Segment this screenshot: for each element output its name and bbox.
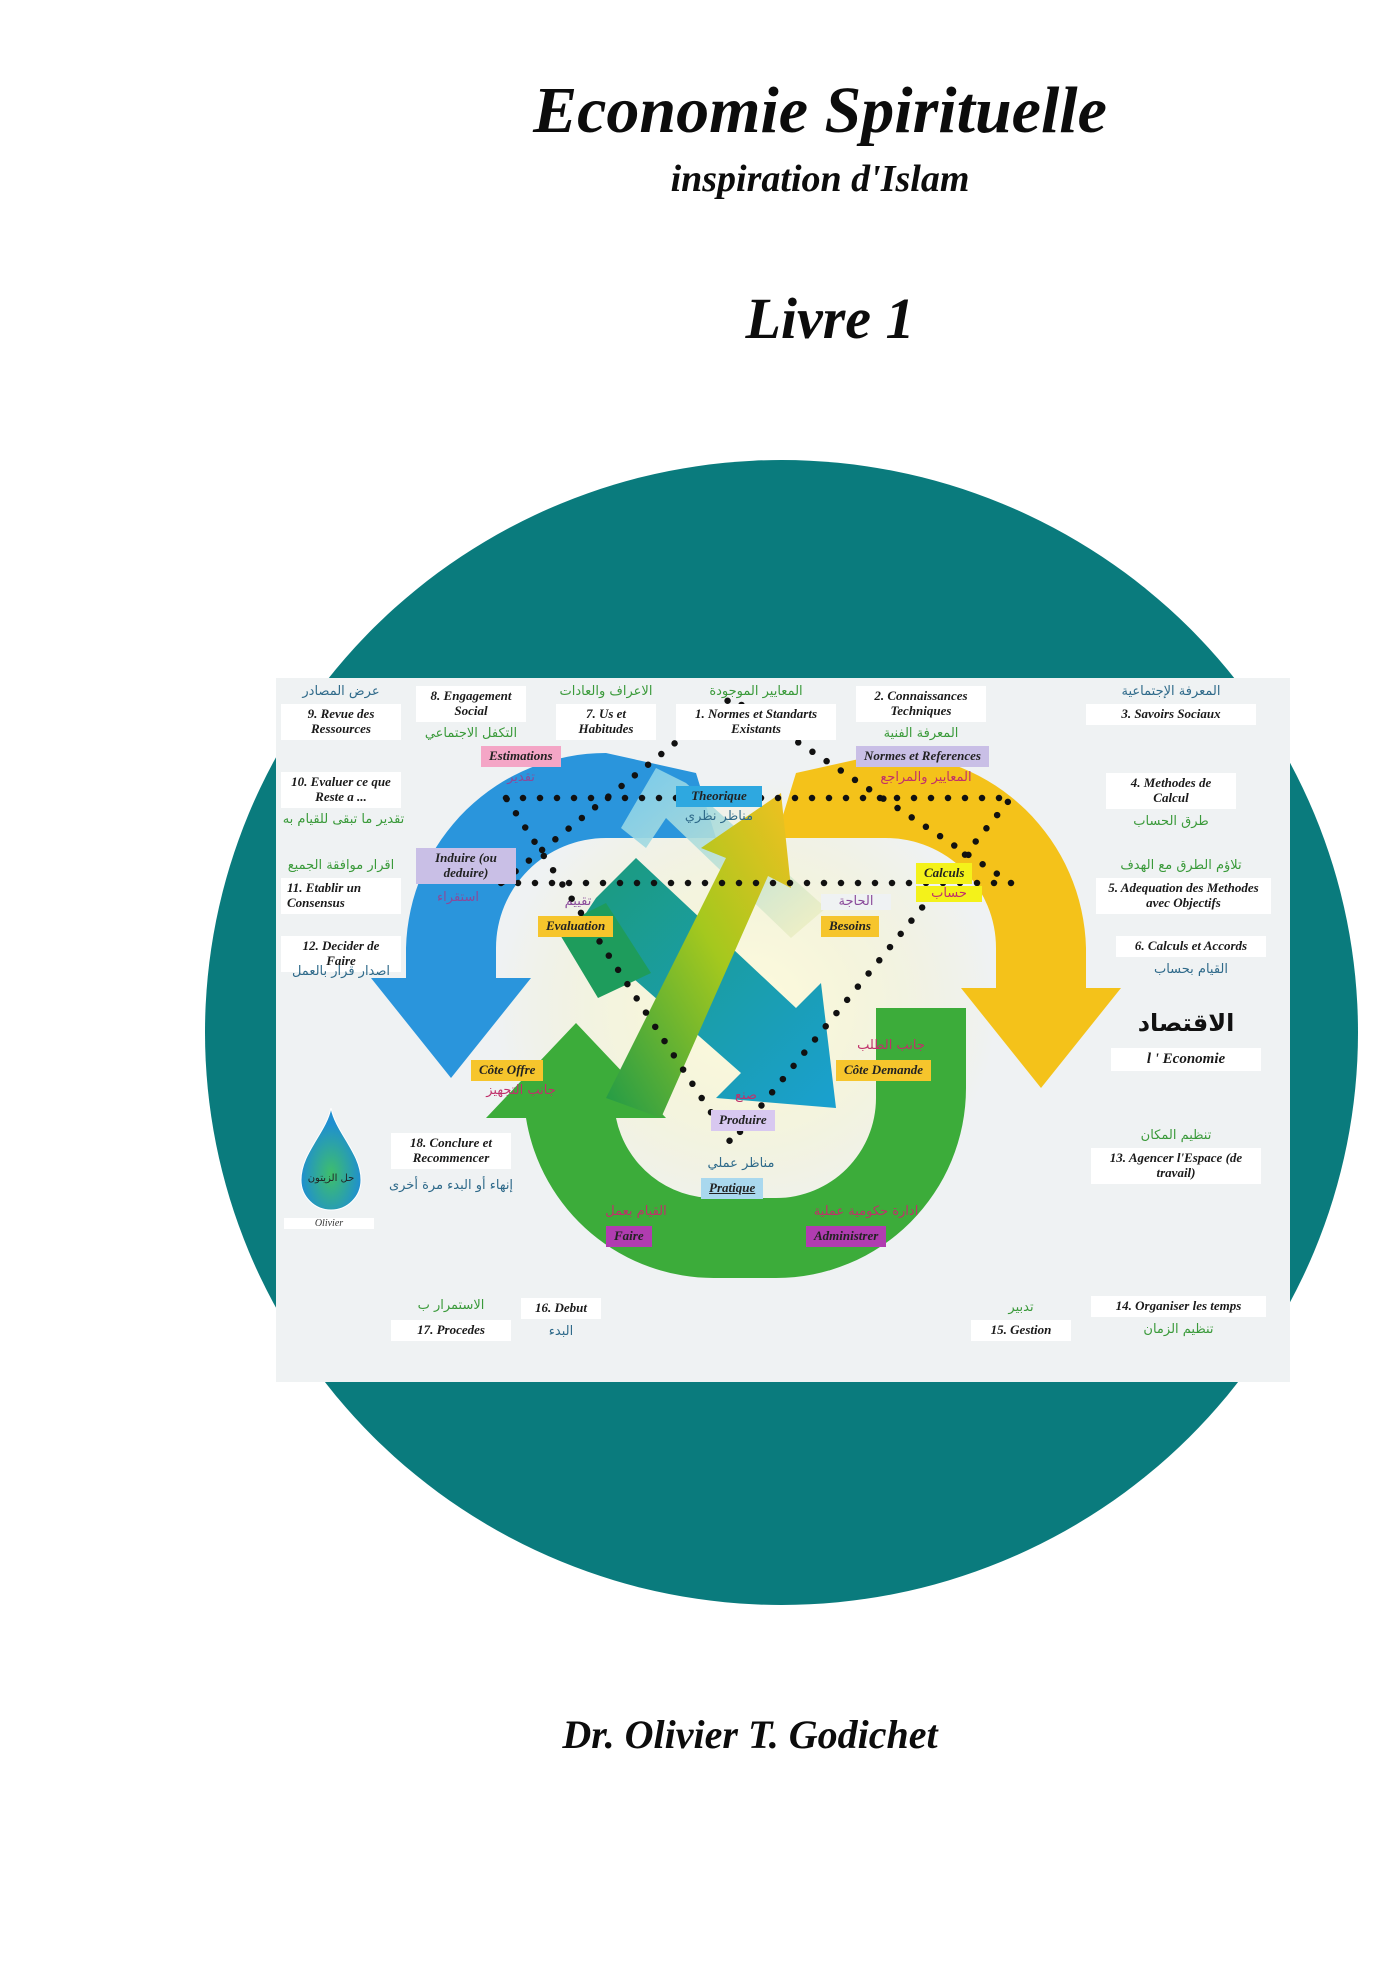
tag-administrer: Administrer	[806, 1226, 887, 1247]
step-7-arabic: الاعراف والعادات	[559, 684, 653, 699]
tag-faire-arabic: القيام بعمل	[605, 1204, 667, 1219]
step-18: 18. Conclure et Recommencer	[391, 1133, 511, 1169]
step-10-arabic: تقدير ما تبقى للقيام به	[282, 812, 405, 827]
tag-normes-references-arabic: المعايير والمراجع	[880, 770, 972, 785]
step-4: 4. Methodes de Calcul	[1106, 773, 1236, 809]
step-13: 13. Agencer l'Espace (de travail)	[1091, 1148, 1261, 1184]
tag-cote-offre-arabic: جانب التجهيز	[486, 1083, 556, 1098]
yellow-curved-arrow	[776, 753, 1121, 1088]
step-14: 14. Organiser les temps	[1091, 1296, 1266, 1317]
tag-administrer-arabic: ادارة حكومية عملية	[813, 1204, 919, 1219]
step-8-arabic: التكفل الاجتماعي	[424, 726, 518, 741]
logo-caption: Olivier	[284, 1218, 374, 1229]
tag-evaluation-arabic: تقييم	[564, 894, 592, 909]
logo-arabic: حل الزيتون	[307, 1173, 355, 1184]
tag-cote-offre: Côte Offre	[471, 1060, 544, 1081]
step-16: 16. Debut	[521, 1298, 601, 1319]
tag-evaluation: Evaluation	[538, 916, 614, 937]
step-2-arabic: المعرفة الفنية	[883, 726, 959, 741]
step-10: 10. Evaluer ce que Reste a ...	[281, 772, 401, 808]
volume-label: Livre 1	[745, 286, 915, 351]
step-9: 9. Revue des Ressources	[281, 704, 401, 740]
author-name: Dr. Olivier T. Godichet	[562, 1712, 938, 1757]
economy-cycle-diagram: Estimations تقدير Normes et References ا…	[276, 678, 1290, 1382]
tag-estimations-arabic: تقدير	[507, 770, 535, 785]
book-title: Economie Spirituelle	[533, 74, 1107, 147]
step-3-arabic: المعرفة الإجتماعية	[1121, 684, 1221, 699]
tag-theorique-arabic: مناظر نظري	[684, 809, 754, 824]
tag-theorique: Theorique	[676, 786, 762, 807]
step-9-arabic: عرض المصادر	[302, 684, 380, 699]
step-8: 8. Engagement Social	[416, 686, 526, 722]
tag-pratique: Pratique	[701, 1178, 764, 1199]
step-18-arabic: إنهاء أو البدء مرة أخرى	[388, 1178, 514, 1193]
tag-induire-arabic: استقراء	[437, 890, 479, 905]
step-14-arabic: تنظيم الزمان	[1143, 1322, 1214, 1337]
step-4-arabic: طرق الحساب	[1133, 814, 1209, 829]
step-2: 2. Connaissances Techniques	[856, 686, 986, 722]
step-17: 17. Procedes	[391, 1320, 511, 1341]
step-13-arabic: تنظيم المكان	[1140, 1128, 1212, 1143]
step-6-arabic: القيام بحساب	[1153, 962, 1229, 977]
step-5: 5. Adequation des Methodes avec Objectif…	[1096, 878, 1271, 914]
tag-besoins: Besoins	[821, 916, 879, 937]
tag-besoins-arabic: الحاجة	[821, 894, 891, 911]
tag-estimations: Estimations	[481, 746, 561, 767]
step-12: 12. Decider de Faire	[281, 936, 401, 972]
step-1-arabic: المعايير الموجودة	[709, 684, 803, 699]
step-11: 11. Etablir un Consensus	[281, 878, 401, 914]
step-7: 7. Us et Habitudes	[556, 704, 656, 740]
step-6: 6. Calculs et Accords	[1116, 936, 1266, 957]
step-5-arabic: تلاؤم الطرق مع الهدف	[1120, 858, 1242, 873]
tag-produire-arabic: صنع	[735, 1088, 757, 1103]
tag-normes-references: Normes et References	[856, 746, 989, 767]
step-16-arabic: البدء	[548, 1324, 574, 1339]
green-curved-arrow	[486, 1008, 966, 1279]
step-17-arabic: الاستمرار ب	[417, 1298, 485, 1313]
dotted-upright-triangle	[491, 693, 1022, 887]
gradient-up-arrow	[606, 793, 791, 1118]
step-15: 15. Gestion	[971, 1320, 1071, 1341]
tag-cote-demande-arabic: جانب الطلب	[857, 1038, 925, 1053]
economie-label: l ' Economie	[1111, 1048, 1261, 1072]
tag-cote-demande: Côte Demande	[836, 1060, 932, 1081]
olive-drop-logo	[300, 1108, 362, 1211]
tag-faire: Faire	[606, 1226, 652, 1247]
tag-pratique-arabic: مناظر عملي	[707, 1156, 775, 1171]
tag-calculs-arabic: حساب	[916, 886, 982, 903]
tag-produire: Produire	[711, 1110, 775, 1131]
tag-induire: Induire (ou deduire)	[416, 848, 516, 884]
step-15-arabic: تدبير	[1008, 1300, 1034, 1315]
tag-calculs: Calculs	[916, 863, 973, 884]
step-11-arabic: اقرار موافقة الجميع	[287, 858, 395, 873]
book-subtitle: inspiration d'Islam	[670, 158, 970, 200]
economie-arabic: الاقتصاد	[1137, 1009, 1235, 1037]
step-12-arabic: اصدار قرار بالعمل	[291, 964, 391, 979]
step-1: 1. Normes et Standarts Existants	[676, 704, 836, 740]
step-3: 3. Savoirs Sociaux	[1086, 704, 1256, 725]
